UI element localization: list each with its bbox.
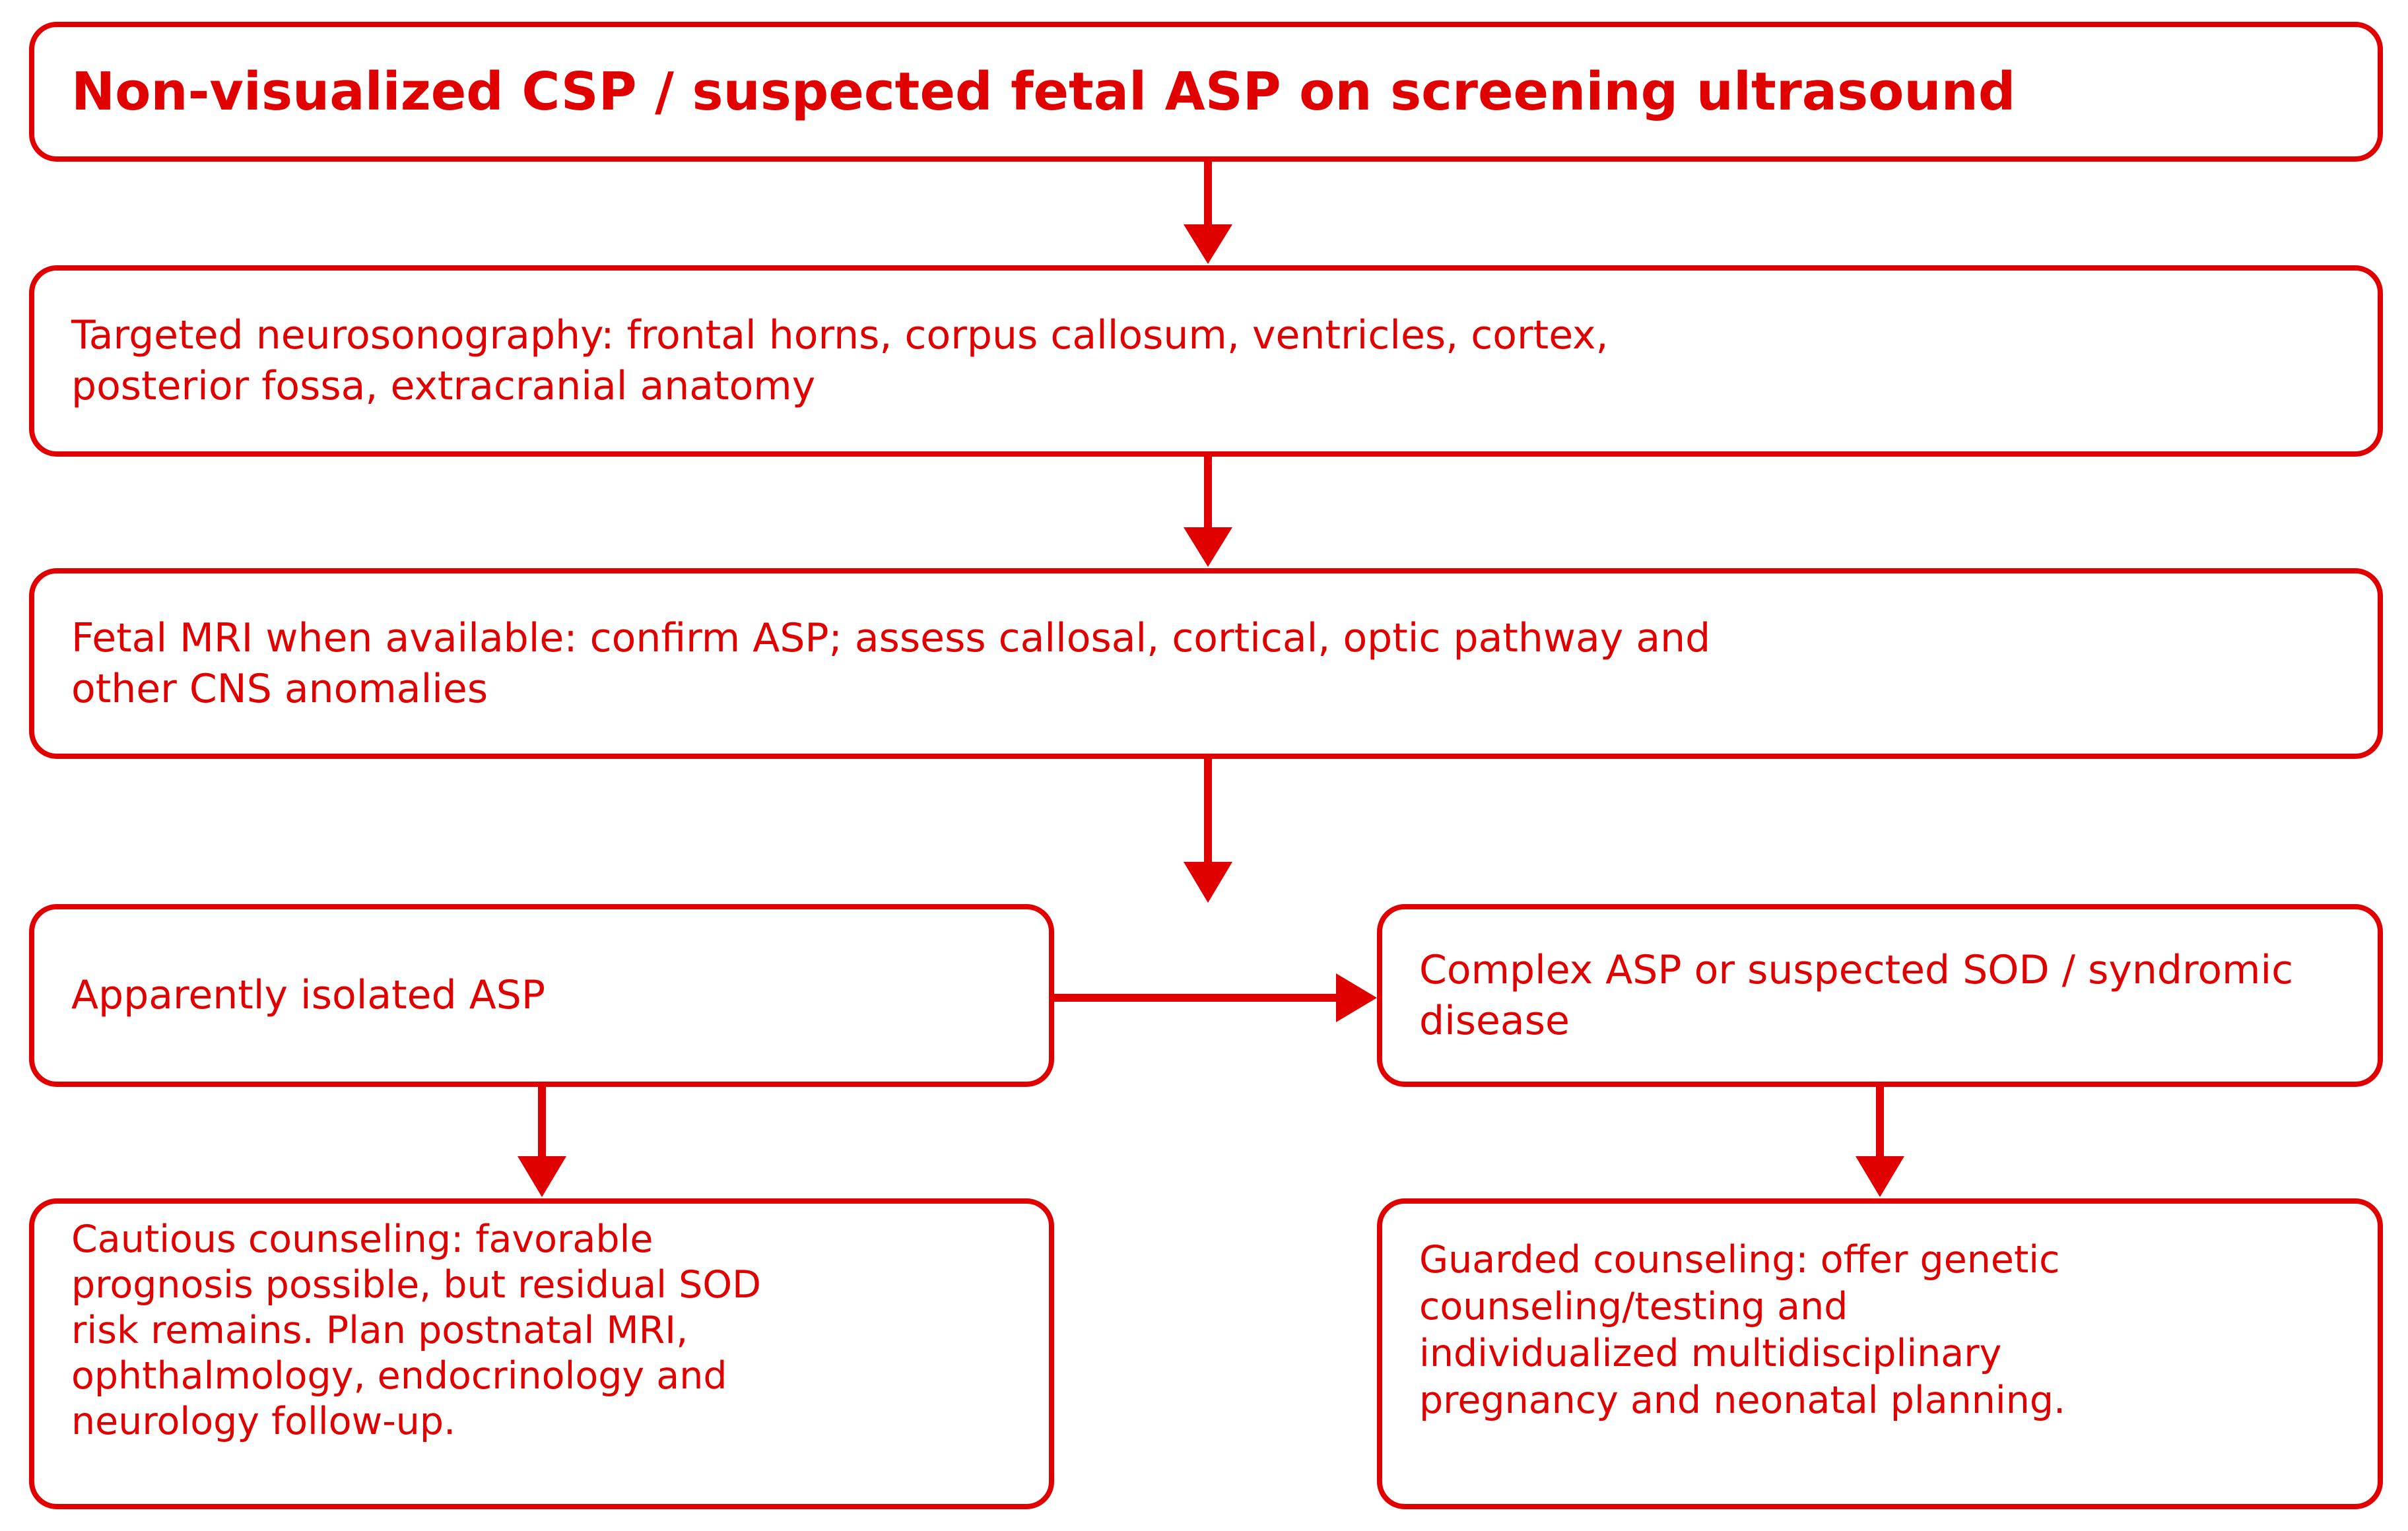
arrowhead-cautious [518,1156,566,1197]
complex-asp-node: Complex ASP or suspected SOD / syndromic… [1377,904,2383,1087]
neurosonography-node: Targeted neurosonography: frontal horns,… [29,265,2383,457]
isolated-asp-node-text: Apparently isolated ASP [71,972,546,1018]
isolated-asp-node: Apparently isolated ASP [29,904,1054,1087]
neurosonography-node-text: Targeted neurosonography: frontal horns,… [71,312,1609,409]
complex-asp-node-text: Complex ASP or suspected SOD / syndromic… [1419,946,2294,1044]
arrowhead-complex [1336,973,1377,1022]
start-node-text: Non-visualized CSP / suspected fetal ASP… [71,61,2016,122]
arrowhead-mri [1184,527,1232,567]
arrowhead-neurosonography [1184,224,1232,264]
arrowhead-guarded [1856,1156,1904,1197]
start-node: Non-visualized CSP / suspected fetal ASP… [29,22,2383,162]
fetal-mri-node-text: Fetal MRI when available: confirm ASP; a… [71,614,1711,712]
guarded-counseling-node-text: Guarded counseling: offer genetic counse… [1419,1238,2066,1422]
cautious-counseling-node-text: Cautious counseling: favorable prognosis… [71,1218,762,1443]
guarded-counseling-node: Guarded counseling: offer genetic counse… [1377,1198,2383,1509]
fetal-mri-node: Fetal MRI when available: confirm ASP; a… [29,568,2383,759]
cautious-counseling-node: Cautious counseling: favorable prognosis… [29,1198,1054,1509]
arrowhead-branches [1184,862,1232,903]
